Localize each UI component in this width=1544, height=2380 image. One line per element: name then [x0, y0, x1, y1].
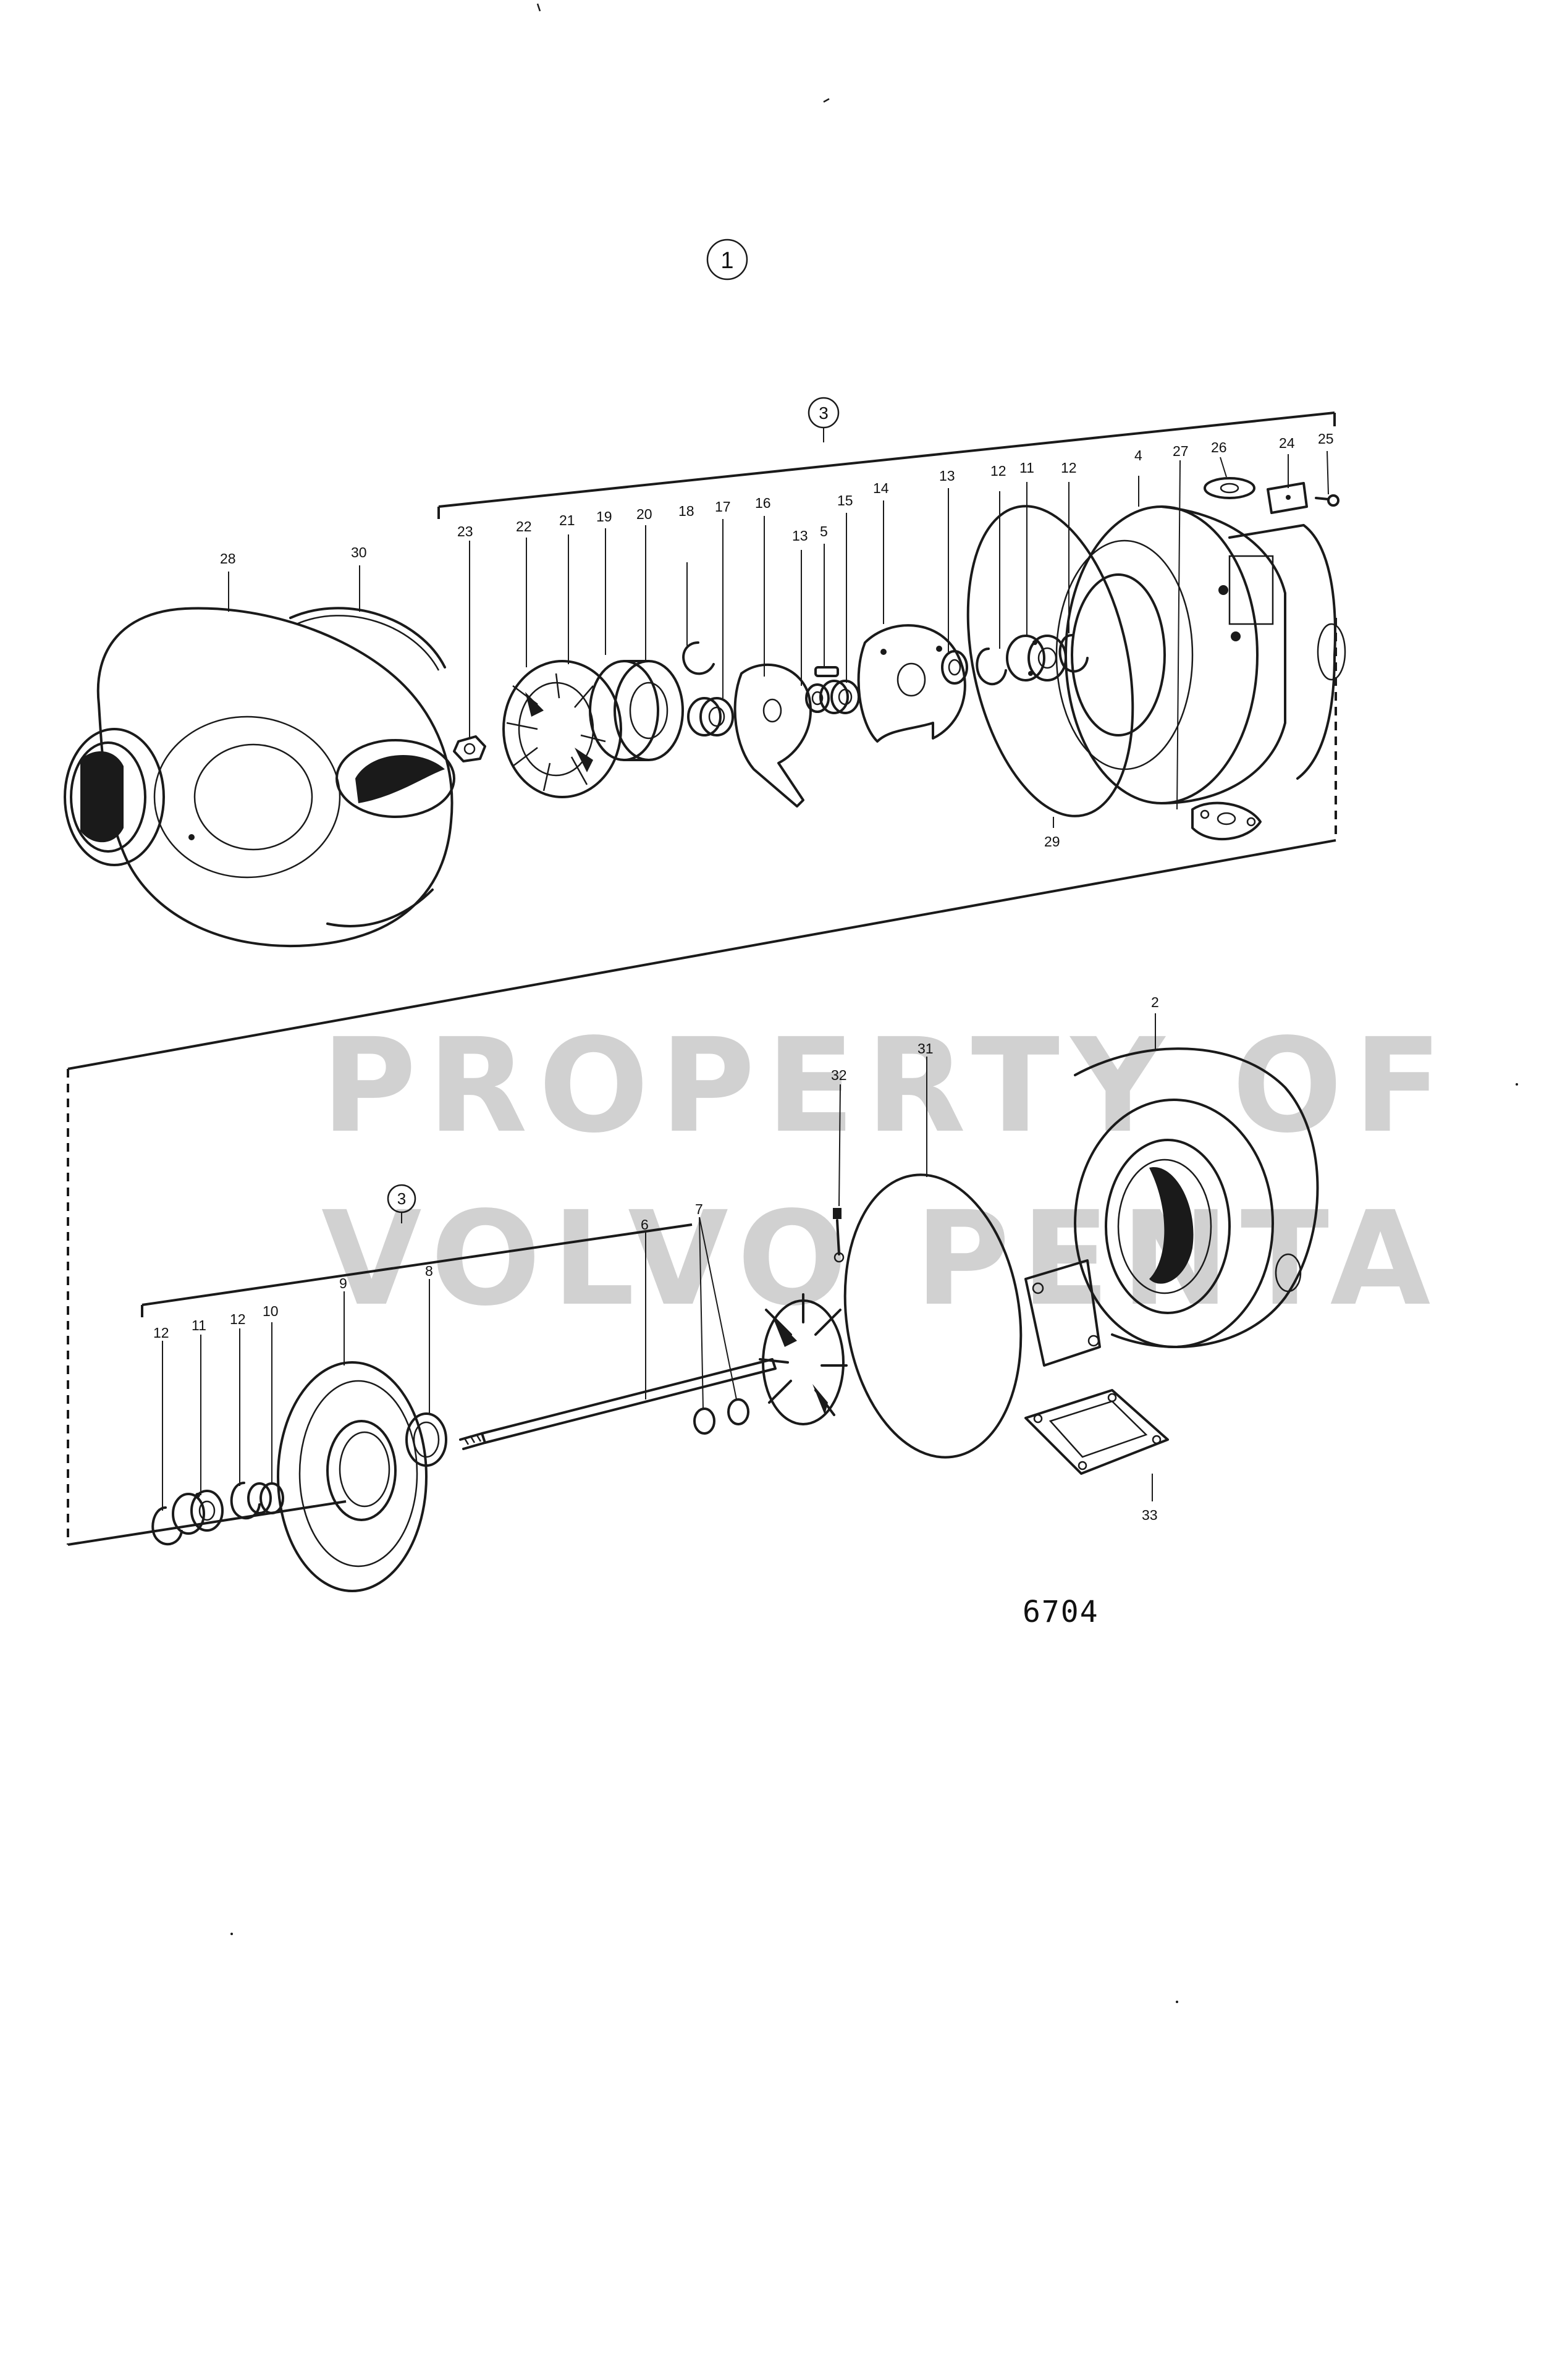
- circlip-lower-right: [230, 1482, 261, 1520]
- circlip-upper-right: [1058, 634, 1089, 673]
- callout-17: 17: [715, 499, 731, 515]
- cover-plate: [1267, 482, 1308, 514]
- lower-frame: [67, 1069, 693, 1546]
- turbine-flange-gasket: [1024, 1389, 1169, 1475]
- journal-bearing-lower: [172, 1490, 224, 1535]
- heat-shield: [277, 1361, 428, 1592]
- watermark-line-1: PROPERTY OF: [321, 1010, 1453, 1162]
- callout-18: 18: [678, 503, 694, 519]
- callout-lower-10: 10: [263, 1303, 279, 1319]
- callout-30: 30: [351, 544, 367, 560]
- callout-14: 14: [873, 480, 889, 496]
- callout-lower-33: 33: [1142, 1507, 1158, 1523]
- washer-right: [941, 650, 968, 685]
- snap-ring: [682, 641, 715, 675]
- circlip-upper-left: [976, 648, 1007, 686]
- plate-screw: [1315, 494, 1339, 507]
- lock-nut: [453, 735, 486, 762]
- oil-deflector: [733, 663, 812, 808]
- scan-specks: [230, 3, 1518, 2003]
- callout-28: 28: [220, 551, 236, 567]
- callout-5: 5: [820, 523, 828, 539]
- upper-callouts: 23 22 21 19 20 18 17 16 13 5 15 14 13 12…: [220, 431, 1334, 850]
- group-marker-lower-label: 3: [397, 1189, 406, 1208]
- oil-inlet-gasket: [1204, 477, 1255, 499]
- callout-11: 11: [1019, 460, 1034, 476]
- callout-29: 29: [1044, 833, 1060, 850]
- callout-lower-9: 9: [339, 1275, 347, 1291]
- turbine-housing: [1024, 1047, 1319, 1367]
- v-band-clamp: [843, 1173, 1023, 1459]
- callout-25: 25: [1318, 431, 1334, 447]
- group-marker-lower: 3: [387, 1184, 416, 1223]
- housing-gasket: [289, 607, 446, 927]
- callout-4: 4: [1134, 447, 1142, 463]
- callout-lower-12-b: 12: [230, 1311, 246, 1327]
- callout-lower-11: 11: [192, 1317, 206, 1333]
- upper-frame: [67, 411, 1337, 1070]
- callout-12-a: 12: [990, 463, 1006, 479]
- callout-19: 19: [596, 508, 612, 525]
- thrust-washer: [805, 683, 830, 713]
- lower-callouts: 12 11 12 10 9 8 6 7 32 31 2 33: [153, 994, 1159, 1523]
- bushing: [687, 697, 734, 736]
- callout-16: 16: [755, 495, 771, 511]
- bearing-housing: [1055, 505, 1346, 804]
- callout-12-b: 12: [1061, 460, 1077, 476]
- callout-23: 23: [457, 523, 473, 539]
- turbine-shaft: [459, 1293, 848, 1450]
- callout-21: 21: [559, 512, 575, 528]
- callout-24: 24: [1279, 435, 1295, 451]
- large-o-ring: [966, 505, 1134, 817]
- callout-22: 22: [516, 518, 532, 534]
- compressor-housing: [64, 607, 455, 947]
- callout-lower-32: 32: [831, 1067, 847, 1083]
- callout-lower-8: 8: [425, 1263, 433, 1279]
- compressor-wheel: [502, 660, 622, 798]
- oil-outlet-gasket: [1191, 801, 1262, 841]
- callout-lower-12-a: 12: [153, 1325, 169, 1341]
- callout-lower-2: 2: [1151, 994, 1159, 1010]
- thrust-collar: [589, 660, 684, 761]
- clamp-bolt: [833, 1208, 845, 1263]
- callout-lower-31: 31: [918, 1040, 934, 1057]
- group-marker-upper-label: 3: [819, 403, 829, 423]
- callout-lower-7: 7: [695, 1201, 703, 1217]
- callout-20: 20: [636, 506, 652, 522]
- callout-lower-6: 6: [641, 1217, 649, 1233]
- callout-27: 27: [1173, 443, 1189, 459]
- title-marker: 1: [706, 238, 748, 281]
- thrust-bearing: [857, 624, 966, 743]
- group-marker-upper: 3: [808, 397, 840, 442]
- watermark: PROPERTY OF VOLVO PENTA: [321, 1010, 1453, 1335]
- locating-pin: [814, 666, 839, 677]
- callout-13-a: 13: [792, 528, 808, 544]
- bearing-spacer-lower: [247, 1482, 284, 1514]
- piston-rings: [693, 1398, 749, 1435]
- callout-26: 26: [1211, 439, 1227, 455]
- title-marker-label: 1: [720, 248, 733, 274]
- circlip-lower-left: [151, 1506, 183, 1546]
- figure-number: 6704: [1023, 1595, 1099, 1629]
- callout-13-b: 13: [939, 468, 955, 484]
- callout-15: 15: [837, 492, 853, 508]
